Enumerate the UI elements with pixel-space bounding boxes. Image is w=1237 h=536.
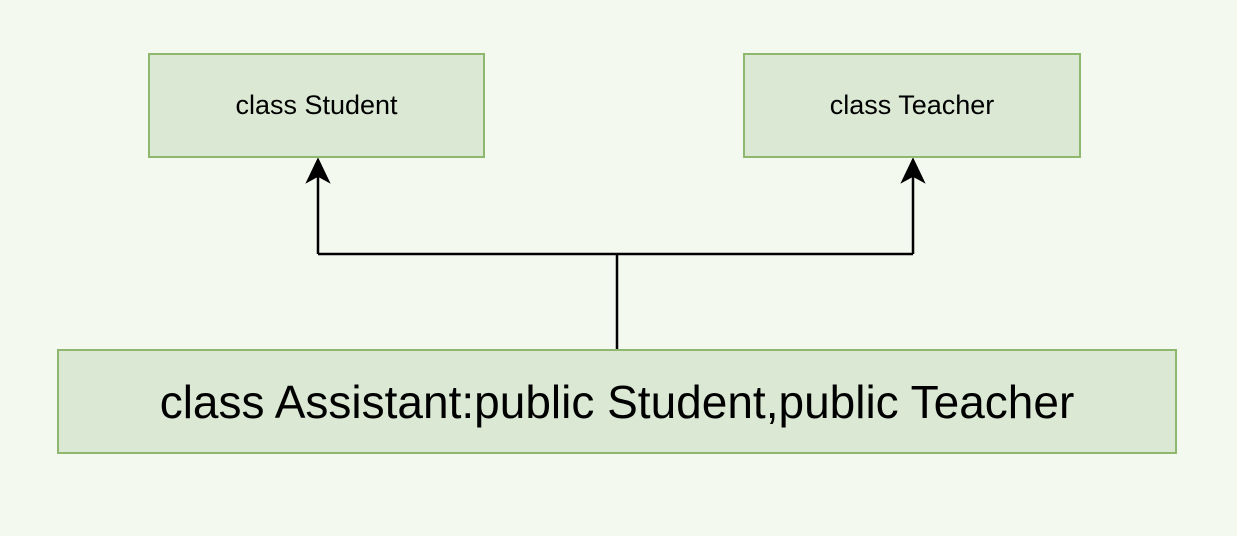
node-teacher-label: class Teacher xyxy=(829,90,995,120)
node-teacher: class Teacher xyxy=(743,53,1081,158)
node-assistant-label: class Assistant:public Student,public Te… xyxy=(159,375,1075,428)
arrowhead-student xyxy=(305,157,331,184)
node-assistant: class Assistant:public Student,public Te… xyxy=(57,349,1177,454)
node-student: class Student xyxy=(148,53,485,158)
arrowhead-teacher xyxy=(900,157,926,184)
node-student-label: class Student xyxy=(235,90,398,120)
